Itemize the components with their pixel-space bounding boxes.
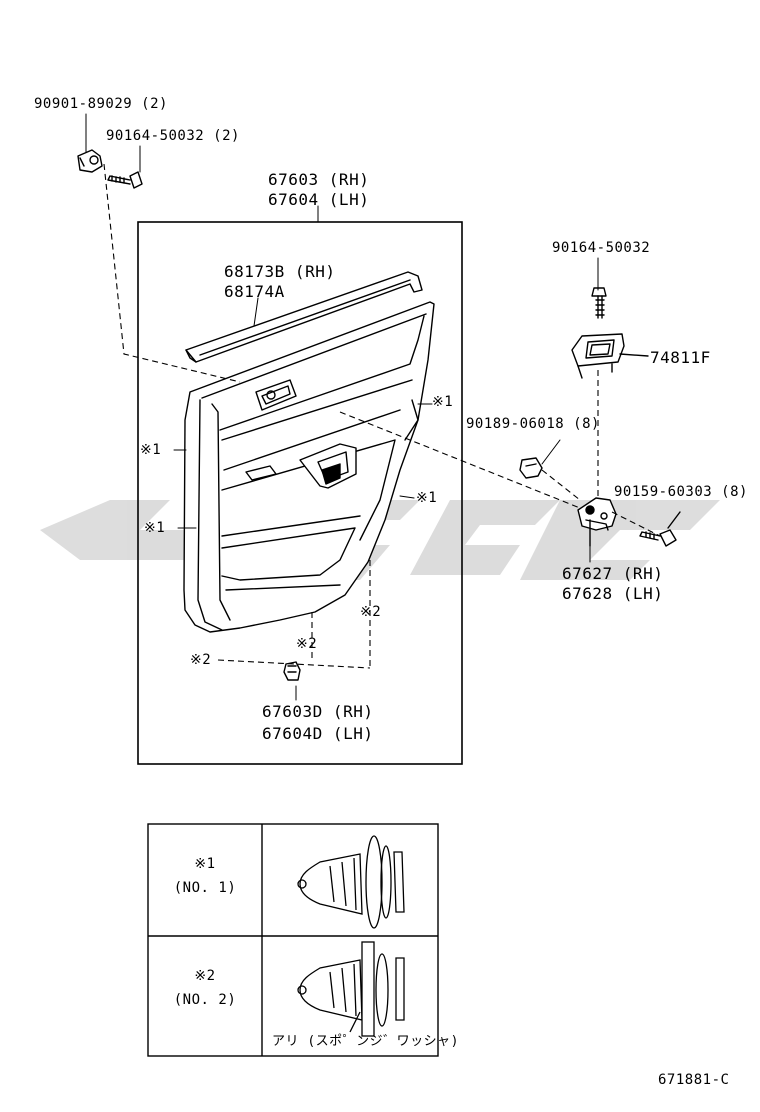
label-cap-90901: 90901-89029 (2) [34, 96, 168, 112]
legend-row2-number: (NO. 2) [173, 992, 237, 1008]
label-weatherstrip-lh: 68174A [224, 282, 285, 301]
mark1-upper-right: ※1 [432, 394, 454, 410]
switch-base-74811f [571, 333, 649, 379]
mark2-right: ※2 [360, 604, 382, 620]
label-bracket-lh: 67628 (LH) [562, 584, 664, 603]
fastener-67603d [283, 661, 301, 681]
assembly-frame [137, 221, 463, 765]
legend-table [147, 823, 439, 1057]
screw-90164-right [591, 287, 607, 319]
mark2-left: ※2 [190, 652, 212, 668]
label-clip-nut: 90189-06018 (8) [466, 416, 600, 432]
clip-no1-drawing [297, 835, 405, 929]
label-fastener-lh: 67604D (LH) [262, 724, 374, 743]
label-board-lh: 67604 (LH) [268, 190, 370, 209]
label-screw-90164-top: 90164-50032 (2) [106, 128, 240, 144]
legend-row1-mark: ※1 [194, 856, 216, 872]
clip-nut-90189 [519, 457, 543, 479]
mark1-left-lower: ※1 [144, 520, 166, 536]
legend-row2-mark: ※2 [194, 968, 216, 984]
clip-no2-drawing [297, 941, 405, 1037]
dashed-lines [103, 163, 661, 669]
mark1-left-upper: ※1 [140, 442, 162, 458]
label-switch-base: 74811F [650, 348, 711, 367]
label-bolt: 90159-60303 (8) [614, 484, 748, 500]
label-weatherstrip-rh: 68173B (RH) [224, 262, 336, 281]
legend-sponge-note: アリ (スポ゜ンジ゛ワッシャ) [272, 1034, 459, 1049]
bolt-90159 [639, 511, 681, 547]
screw-90164-top [107, 171, 143, 189]
label-board-rh: 67603 (RH) [268, 170, 370, 189]
cap-90901 [77, 149, 103, 173]
figure-code: 671881-C [658, 1072, 730, 1088]
label-bracket-rh: 67627 (RH) [562, 564, 664, 583]
legend-row1-number: (NO. 1) [173, 880, 237, 896]
weatherstrip-68173b [185, 271, 423, 363]
mark1-right-lower: ※1 [416, 490, 438, 506]
mark2-center: ※2 [296, 636, 318, 652]
bracket-67627 [577, 497, 617, 547]
label-screw-90164-right: 90164-50032 [552, 240, 651, 256]
door-trim-board-67603 [183, 301, 435, 633]
label-fastener-rh: 67603D (RH) [262, 702, 374, 721]
leader-lines [85, 113, 599, 701]
